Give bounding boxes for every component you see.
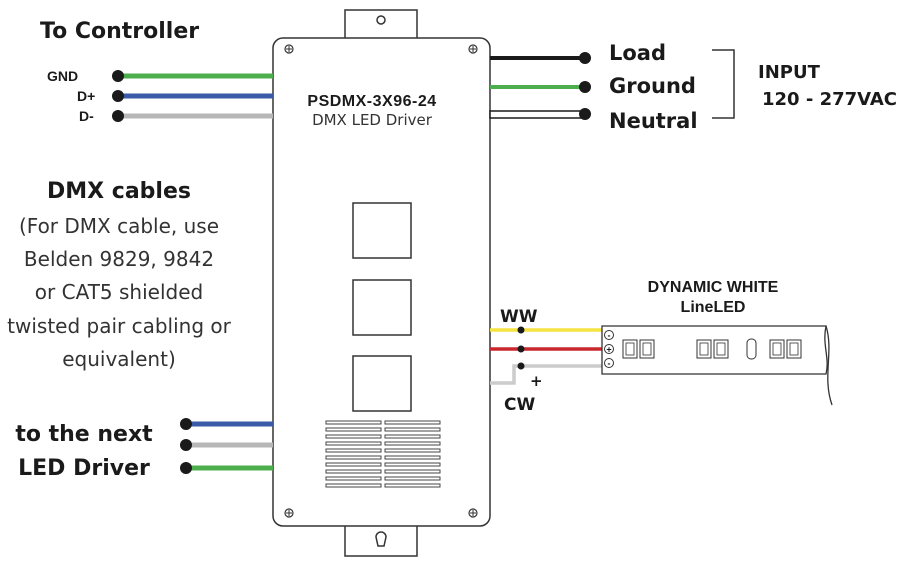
driver-box: PSDMX-3X96-24 DMX LED Driver	[272, 37, 491, 527]
terminal-dot	[180, 462, 192, 474]
vent-slot	[325, 462, 382, 467]
controller-wires: GND D+ D-	[47, 68, 273, 124]
vent-slot	[325, 469, 382, 474]
terminal-dot	[180, 418, 192, 430]
pad-symbol: -	[608, 331, 611, 341]
vent-slot	[384, 420, 441, 425]
vent-slot	[384, 434, 441, 439]
vent-slot	[325, 455, 382, 460]
led-strip: DYNAMIC WHITE LineLED - + -	[601, 279, 833, 406]
led-chip	[622, 339, 655, 359]
load-label: Load	[609, 41, 666, 65]
cw-wire	[490, 364, 606, 385]
bottom-mounting-tab	[344, 523, 418, 557]
screw-icon	[284, 44, 294, 54]
dmx-note-line: or CAT5 shielded	[35, 280, 203, 304]
pad-symbol: +	[606, 345, 611, 355]
next-driver-line: LED Driver	[18, 456, 150, 481]
dmx-note-line: Belden 9829, 9842	[24, 247, 214, 271]
vent-slot	[384, 448, 441, 453]
led-output-wires: WW + CW	[490, 307, 606, 415]
dmx-note-line: (For DMX cable, use	[19, 214, 219, 238]
junction-dot	[517, 345, 525, 353]
vent-slot	[384, 462, 441, 467]
vent-slot	[325, 476, 382, 481]
junction-dot	[517, 362, 525, 370]
d-minus-label: D-	[79, 108, 94, 124]
junction-dot	[517, 326, 525, 334]
screw-icon	[468, 44, 478, 54]
next-driver-wires	[180, 418, 273, 474]
ground-label: Ground	[609, 74, 696, 98]
vent-slot	[325, 441, 382, 446]
terminal-dot	[579, 52, 591, 64]
plus-label: +	[530, 372, 543, 390]
next-driver-line: to the next	[15, 422, 153, 447]
led-chip	[696, 339, 729, 359]
vent-slot	[384, 476, 441, 481]
input-voltage: 120 - 277VAC	[762, 89, 897, 110]
vent-slot	[325, 448, 382, 453]
device-subtitle: DMX LED Driver	[312, 111, 433, 129]
terminal-dot	[579, 108, 591, 120]
display-window	[352, 355, 412, 412]
vent-slot	[325, 483, 382, 488]
vent-slot	[384, 427, 441, 432]
terminal-dot	[180, 439, 192, 451]
terminal-dot	[112, 90, 124, 102]
screw-icon	[284, 508, 294, 518]
dmx-note-line: equivalent)	[62, 347, 176, 371]
pad-minus-icon: -	[604, 358, 614, 369]
vent-slot	[325, 434, 382, 439]
vent-slot	[384, 455, 441, 460]
vent-grille	[325, 420, 441, 488]
strip-title-line1: DYNAMIC WHITE	[648, 279, 779, 296]
dmx-note-line: twisted pair cabling or	[7, 314, 231, 338]
vent-slot	[325, 420, 382, 425]
resistor	[746, 338, 757, 360]
neutral-label: Neutral	[609, 109, 698, 133]
d-plus-label: D+	[77, 88, 95, 104]
terminal-dot	[112, 110, 124, 122]
terminal-dot	[579, 81, 591, 93]
device-model: PSDMX-3X96-24	[307, 93, 436, 110]
pad-plus-icon: +	[604, 344, 614, 355]
gnd-label: GND	[47, 68, 78, 84]
vent-slot	[384, 469, 441, 474]
vent-slot	[384, 483, 441, 488]
led-chip	[769, 339, 802, 359]
input-title: INPUT	[758, 62, 821, 83]
terminal-dot	[112, 70, 124, 82]
cw-label: CW	[504, 395, 535, 415]
strip-title-line2: LineLED	[681, 299, 746, 316]
controller-title: To Controller	[40, 19, 199, 44]
screw-icon	[468, 508, 478, 518]
pad-minus-icon: -	[604, 330, 614, 341]
dmx-note-title: DMX cables	[47, 179, 191, 204]
vent-slot	[384, 441, 441, 446]
neutral-wire	[489, 110, 586, 119]
ww-label: WW	[500, 307, 538, 327]
strip-torn-edge	[825, 325, 833, 406]
input-wires: Load Ground Neutral INPUT 120 - 277VAC	[489, 41, 897, 133]
display-window	[352, 202, 412, 259]
vent-slot	[325, 427, 382, 432]
top-mounting-tab	[344, 9, 418, 41]
input-bracket	[712, 49, 735, 119]
pad-symbol: -	[608, 359, 611, 369]
display-window	[352, 279, 412, 336]
